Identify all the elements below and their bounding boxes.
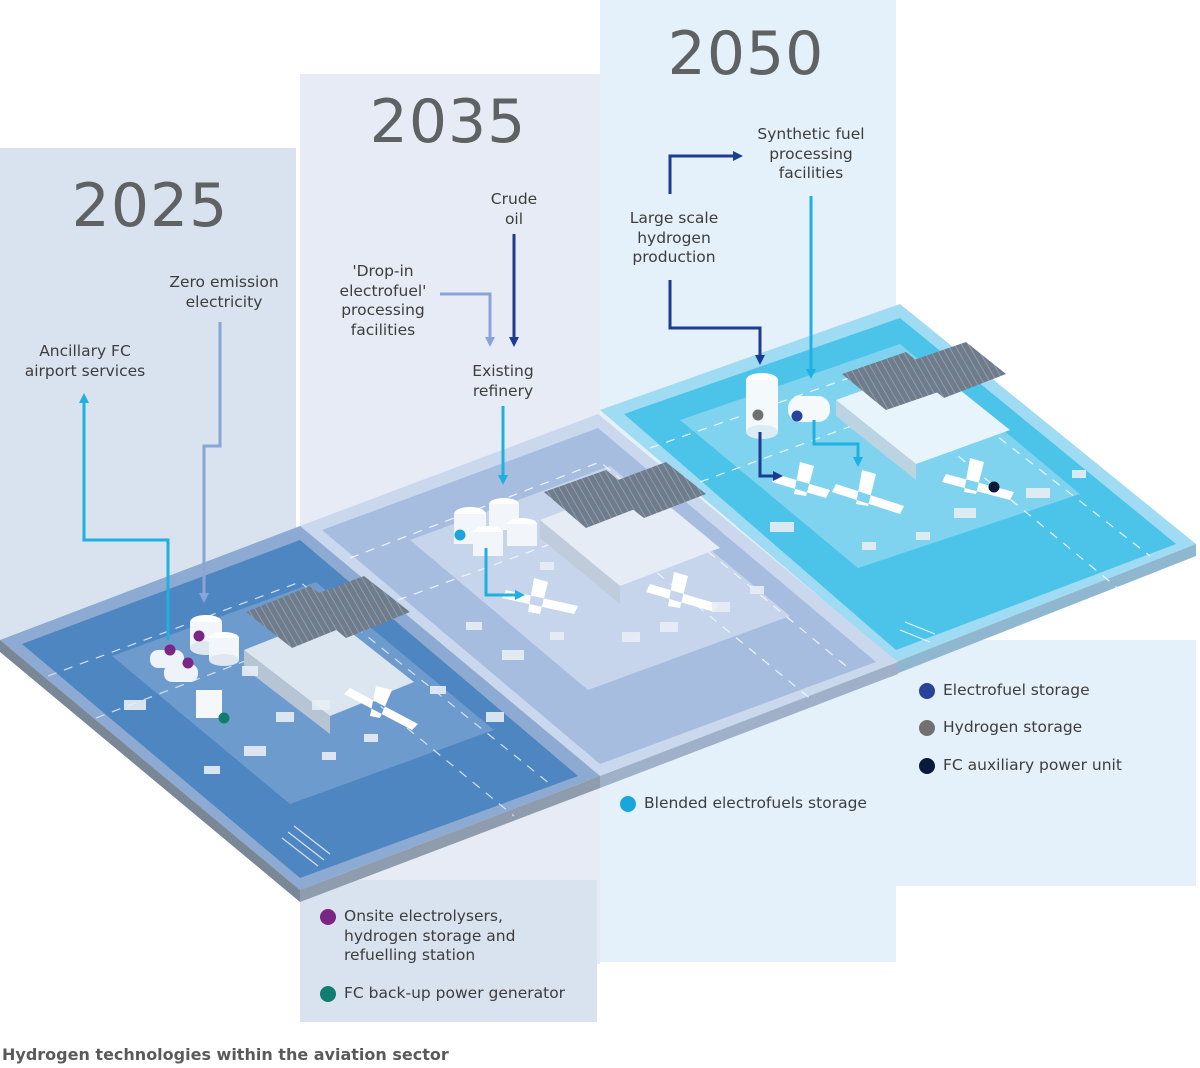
arrow-efuel-to-plane (812, 420, 863, 467)
legend-onsite-electrolysers: Onsite electrolysers, hydrogen storage a… (320, 907, 515, 966)
label-large-scale-h2: Large scale hydrogen production (629, 209, 719, 266)
hangar-2025 (244, 576, 414, 734)
electrolyser-dot-2 (164, 644, 176, 656)
figure-caption: Hydrogen technologies within the aviatio… (2, 1045, 449, 1064)
plane-2035-a (502, 578, 578, 614)
plane-2050-b (832, 470, 904, 514)
label-zero-emission: Zero emission electricity (169, 273, 279, 311)
legend-label: Blended electrofuels storage (644, 794, 867, 812)
legend-label: FC auxiliary power unit (943, 756, 1122, 774)
electrolyser-dot-3 (182, 657, 194, 669)
plane-2025 (344, 686, 418, 730)
legend-electrofuel-storage: Electrofuel storage (919, 681, 1090, 701)
electrofuel-storage-dot (791, 410, 803, 422)
panel-2025-legend (300, 880, 597, 1022)
panel-2050-legend (896, 640, 1196, 886)
legend-blended-electrofuels: Blended electrofuels storage (620, 794, 867, 814)
label-crude-oil: Crude oil (490, 190, 538, 228)
legend-label: Electrofuel storage (943, 681, 1090, 699)
legend-dot-cyan (620, 796, 636, 812)
arrow-blended-to-plane (484, 548, 525, 600)
year-2050: 2050 (667, 19, 825, 89)
label-existing-refinery: Existing refinery (472, 362, 534, 400)
legend-label: Onsite electrolysers, hydrogen storage a… (344, 907, 516, 964)
legend-dot-grey (919, 720, 935, 736)
legend-dot-navy (919, 758, 935, 774)
legend-fc-apu: FC auxiliary power unit (919, 756, 1122, 776)
legend-hydrogen-storage: Hydrogen storage (919, 718, 1082, 738)
storage-tanks-2035 (454, 498, 537, 556)
plane-2050-a (772, 462, 830, 498)
label-drop-in: 'Drop-in electrofuel' processing facilit… (339, 262, 427, 339)
legend-label: Hydrogen storage (943, 718, 1083, 736)
year-2025: 2025 (71, 171, 229, 241)
fc-apu-dot (988, 481, 1000, 493)
legend-label: FC back-up power generator (344, 984, 566, 1002)
plane-2035-b (646, 572, 718, 612)
hangar-2050 (836, 342, 1010, 480)
legend-dot-green (320, 986, 336, 1002)
arrow-ancillary (79, 393, 170, 640)
arrow-drop-in (440, 292, 495, 347)
legend-dot-purple (320, 909, 336, 925)
backup-generator-dot (218, 712, 230, 724)
arrow-to-synthetic (668, 151, 743, 194)
label-synthetic-fuel: Synthetic fuel processing facilities (757, 125, 865, 182)
electrolyser-dot-1 (193, 630, 205, 642)
arrow-large-scale (668, 280, 765, 365)
arrow-zero-emission (199, 322, 222, 603)
blended-storage-dot (454, 529, 466, 541)
year-2035: 2035 (369, 87, 527, 157)
storage-tanks-2025 (150, 615, 239, 718)
ground-vehicles (124, 470, 1086, 774)
legend-fc-backup-generator: FC back-up power generator (320, 984, 565, 1004)
label-ancillary-fc: Ancillary FC airport services (24, 342, 146, 380)
hydrogen-storage-dot (752, 409, 764, 421)
hangar-2035 (540, 462, 720, 604)
arrow-h2-to-plane (758, 432, 783, 481)
legend-dot-blue (919, 683, 935, 699)
